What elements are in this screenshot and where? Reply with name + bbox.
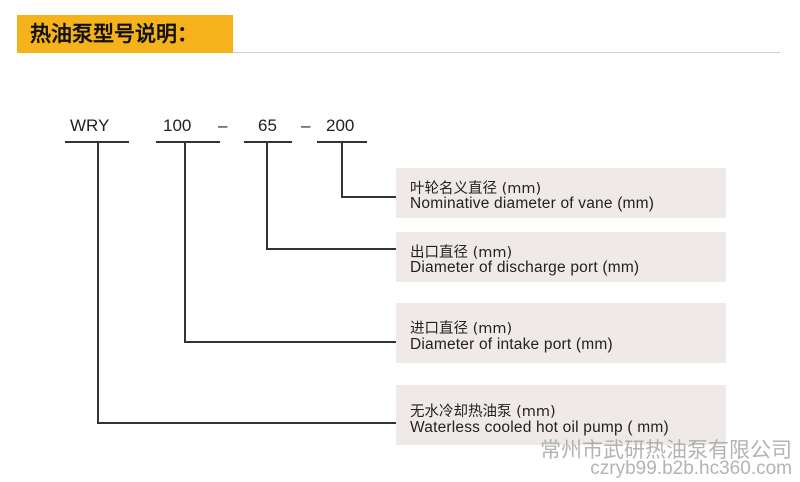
underline-outlet [244,141,292,143]
watermark-site: czryb99.b2b.hc360.com [590,458,792,479]
description-zh: 进口直径 (mm) [410,321,513,337]
connector-series-horizontal [97,422,396,424]
description-impeller-diameter: 叶轮名义直径 (mm) Nominative diameter of vane … [396,168,726,218]
code-inlet: 100 [163,116,192,135]
underline-inlet [156,141,220,143]
connector-impeller-vertical [341,141,343,197]
description-pump-type: 无水冷却热油泵 (mm) Waterless cooled hot oil pu… [396,385,726,445]
code-dash-1: – [218,116,228,135]
code-impeller: 200 [326,116,355,135]
code-outlet: 65 [258,116,277,135]
description-zh: 出口直径 (mm) [410,245,513,261]
header-bar [17,15,233,53]
description-zh: 无水冷却热油泵 (mm) [410,404,556,420]
description-inlet-diameter: 进口直径 (mm) Diameter of intake port (mm) [396,303,726,363]
connector-outlet-vertical [266,141,268,249]
watermark-company: 常州市武研热油泵有限公司 [540,439,792,462]
connector-series-vertical [97,141,99,423]
connector-inlet-vertical [184,141,186,342]
connector-impeller-horizontal [341,196,396,198]
code-series: WRY [70,116,110,135]
connector-inlet-horizontal [184,341,396,343]
description-en: Diameter of intake port (mm) [410,336,613,353]
page-title: 热油泵型号说明： [30,22,198,46]
connector-outlet-horizontal [266,248,396,250]
description-en: Diameter of discharge port (mm) [410,259,640,276]
header-divider [233,52,780,53]
description-en: Nominative diameter of vane (mm) [410,195,655,212]
description-en: Waterless cooled hot oil pump ( mm) [410,419,669,436]
description-zh: 叶轮名义直径 (mm) [410,181,542,197]
code-dash-2: – [301,116,311,135]
description-outlet-diameter: 出口直径 (mm) Diameter of discharge port (mm… [396,232,726,282]
